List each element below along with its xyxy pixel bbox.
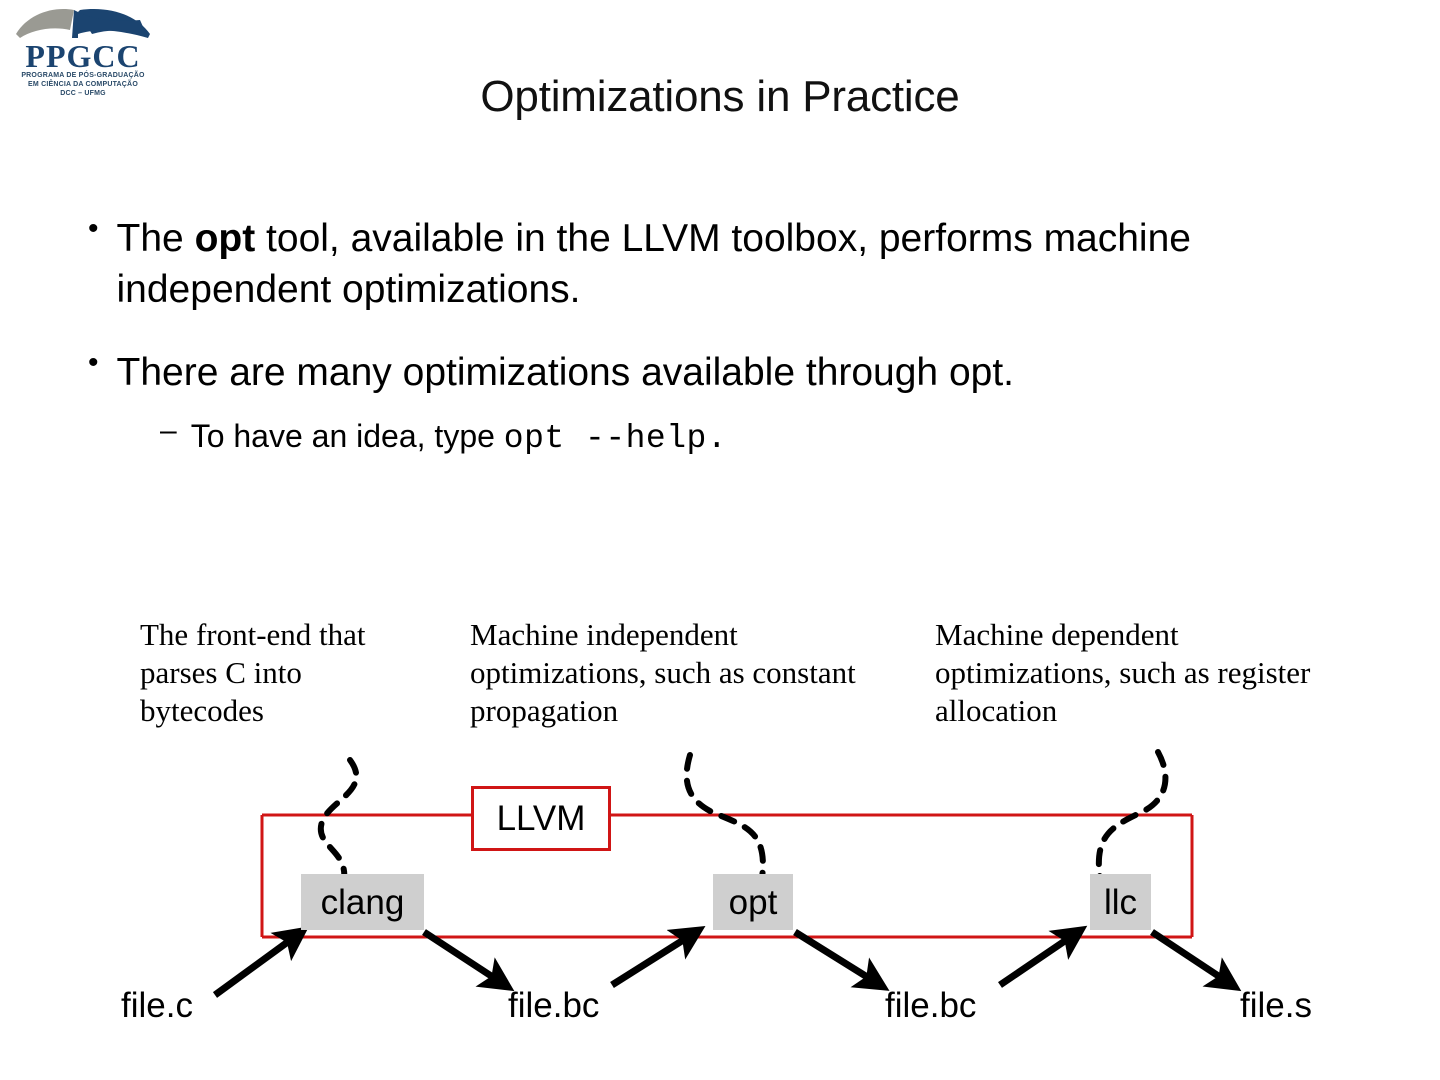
annotation-machine-dependent: Machine dependent optimizations, such as… bbox=[935, 617, 1311, 728]
logo-subtitle: PROGRAMA DE PÓS-GRADUAÇÃO EM CIÊNCIA DA … bbox=[8, 72, 158, 98]
arrow-file-bc-2-to-llc bbox=[998, 925, 1088, 988]
sub-bullet-marker: – bbox=[160, 414, 177, 447]
bullet-item-1: • The opt tool, available in the LLVM to… bbox=[88, 214, 1288, 315]
ppgcc-logo: PPGCC PROGRAMA DE PÓS-GRADUAÇÃO EM CIÊNC… bbox=[8, 4, 158, 98]
logo-subtitle-line3: DCC – UFMG bbox=[60, 89, 106, 97]
file-label-file-c: file.c bbox=[121, 986, 193, 1025]
slide-title: Optimizations in Practice bbox=[480, 72, 960, 121]
logo-mark-icon bbox=[16, 9, 150, 38]
arrow-opt-to-file-bc-2 bbox=[793, 929, 890, 991]
leader-curve-opt bbox=[683, 752, 766, 881]
llvm-container-label: LLVM bbox=[471, 786, 611, 851]
arrow-llc-to-file-s bbox=[1150, 929, 1242, 992]
logo-wordmark: PPGCC bbox=[25, 38, 141, 74]
bullet-3-text-before: To have an idea, type bbox=[190, 418, 504, 454]
logo-subtitle-line1: PROGRAMA DE PÓS-GRADUAÇÃO bbox=[21, 72, 145, 79]
bullet-1-text-before: The bbox=[116, 217, 195, 260]
logo-subtitle-line2: EM CIÊNCIA DA COMPUTAÇÃO bbox=[28, 80, 138, 88]
file-label-file-bc-2: file.bc bbox=[885, 986, 977, 1025]
stage-box-opt[interactable]: opt bbox=[713, 874, 793, 930]
leader-curve-clang bbox=[317, 757, 360, 883]
bullet-1-text-after: tool, available in the LLVM toolbox, per… bbox=[116, 217, 1191, 311]
file-label-file-s: file.s bbox=[1240, 986, 1312, 1025]
stage-box-llc[interactable]: llc bbox=[1090, 874, 1151, 930]
bullet-marker: • bbox=[88, 212, 99, 245]
arrow-file-c-to-clang bbox=[212, 926, 310, 998]
bullet-item-2: • There are many optimizations available… bbox=[88, 348, 1288, 399]
bullet-item-3: – To have an idea, type opt --help. bbox=[160, 416, 1300, 461]
annotation-machine-independent: Machine independent optimizations, such … bbox=[470, 617, 856, 728]
bullet-text-2: There are many optimizations available t… bbox=[116, 351, 1015, 394]
bullet-1-emphasis: opt bbox=[194, 217, 256, 260]
bullet-text-3: To have an idea, type opt --help. bbox=[191, 416, 727, 461]
stage-box-clang[interactable]: clang bbox=[301, 874, 424, 930]
bullet-text-1: The opt tool, available in the LLVM tool… bbox=[117, 214, 1288, 315]
leader-curve-llc bbox=[1095, 749, 1169, 881]
annotation-front-end: The front-end that parses C into bytecod… bbox=[140, 617, 366, 728]
file-label-file-bc-1: file.bc bbox=[508, 986, 600, 1025]
arrow-file-bc-1-to-opt bbox=[610, 926, 706, 988]
arrow-clang-to-file-bc-1 bbox=[422, 929, 515, 992]
bullet-marker: • bbox=[88, 346, 99, 379]
opt-help-command-code: opt --help. bbox=[503, 420, 728, 457]
